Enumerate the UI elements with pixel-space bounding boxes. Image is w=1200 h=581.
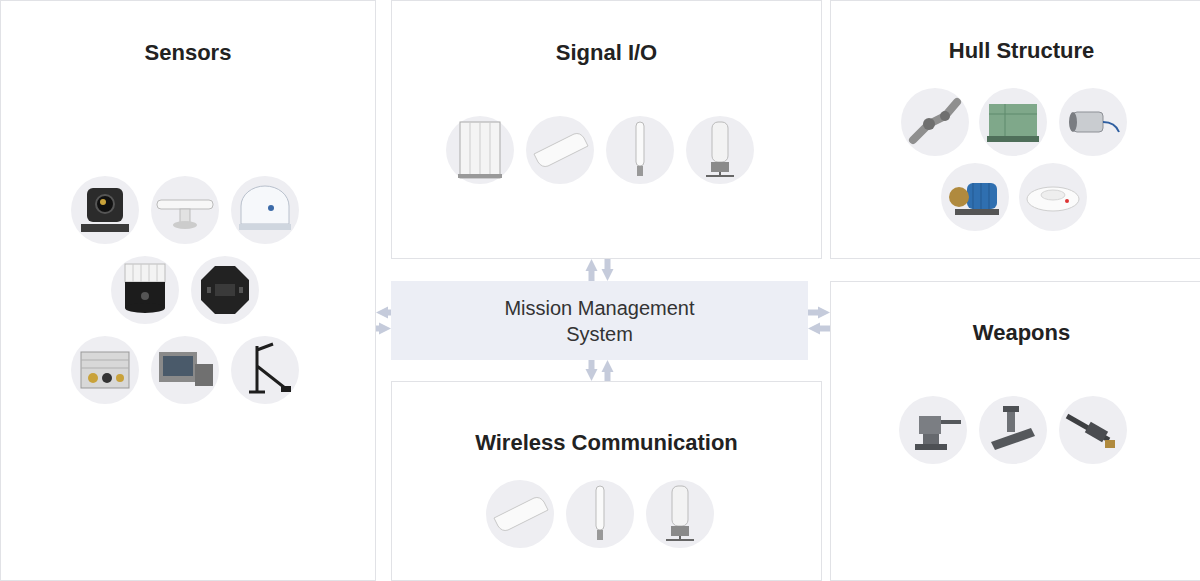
panel-box: Hull Structure <box>830 0 1200 259</box>
arrow-shaft <box>820 326 830 332</box>
detector-icon <box>1019 163 1087 231</box>
rugged-computer-icon <box>71 336 139 404</box>
panel-title: Sensors <box>1 39 375 67</box>
panel-title: Signal I/O <box>392 39 821 67</box>
bidirectional-arrow <box>592 360 608 381</box>
mast-antenna-icon <box>686 116 754 184</box>
pump-motor-icon <box>941 163 1009 231</box>
hub-label: Mission Management System <box>500 295 700 347</box>
panel-title: Wireless Communication <box>392 429 821 457</box>
robot-arm-icon <box>901 88 969 156</box>
panel-title: Weapons <box>831 319 1200 347</box>
whip-antenna-icon <box>606 116 674 184</box>
gun-icon <box>1059 396 1127 464</box>
arrow-shaft <box>376 326 379 332</box>
bidirectional-arrow <box>592 259 608 281</box>
panel-box: Weapons <box>830 281 1200 581</box>
wind-vane-icon <box>231 336 299 404</box>
arrow-shaft <box>605 372 611 381</box>
hub-band: Mission Management System <box>391 281 808 360</box>
dome-sensor-icon <box>231 176 299 244</box>
whip-antenna-icon <box>566 480 634 548</box>
panel-box: Signal I/O <box>391 0 822 259</box>
display-unit-icon <box>151 336 219 404</box>
arrow-shaft <box>589 360 595 369</box>
turret-icon <box>899 396 967 464</box>
panel-title: Hull Structure <box>831 37 1200 65</box>
flat-antenna-icon <box>526 116 594 184</box>
cabinet-icon <box>446 116 514 184</box>
camera-gimbal-icon <box>71 176 139 244</box>
bidirectional-arrow <box>376 313 391 329</box>
arrow-shaft <box>808 310 818 316</box>
arrow-shaft <box>605 259 611 269</box>
mast-antenna-icon <box>646 480 714 548</box>
launcher-icon <box>979 396 1047 464</box>
arrow-shaft <box>589 271 595 281</box>
bidirectional-arrow <box>808 313 830 329</box>
imaging-sensor-icon <box>191 256 259 324</box>
lidar-icon <box>111 256 179 324</box>
panel-box: Wireless Communication <box>391 381 822 581</box>
panel-box: Sensors <box>0 0 376 581</box>
radar-antenna-icon <box>151 176 219 244</box>
generator-icon <box>979 88 1047 156</box>
flat-antenna-icon <box>486 480 554 548</box>
probe-sensor-icon <box>1059 88 1127 156</box>
